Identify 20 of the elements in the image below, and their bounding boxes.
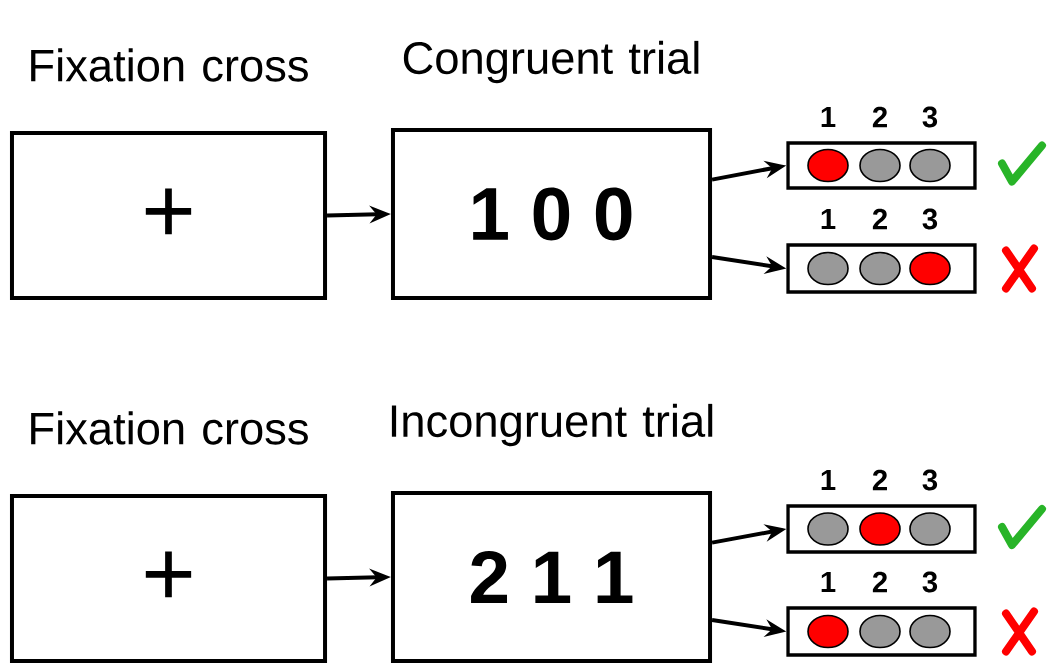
fixation-box: + (9, 493, 328, 664)
button-number: 3 (922, 469, 938, 491)
box-title: Incongruent trial (391, 403, 713, 447)
button-number: 3 (922, 106, 938, 128)
button-number: 2 (872, 571, 887, 593)
button-number: 2 (872, 469, 887, 491)
trial-box: 2 1 1 (390, 491, 713, 663)
button-number: 1 (821, 106, 836, 128)
button-number: 1 (821, 571, 836, 593)
box-title: Fixation cross (31, 411, 308, 445)
button-number: 3 (922, 208, 938, 230)
button-number: 1 (821, 208, 836, 230)
box-title: Fixation cross (31, 48, 308, 82)
button-number: 2 (872, 106, 887, 128)
button-number: 2 (872, 208, 887, 230)
trial-box: 1 0 0 (390, 128, 713, 300)
button-number: 3 (922, 571, 938, 593)
button-number: 1 (821, 469, 836, 491)
box-title: Congruent trial (403, 40, 699, 84)
fixation-box: + (9, 130, 328, 301)
